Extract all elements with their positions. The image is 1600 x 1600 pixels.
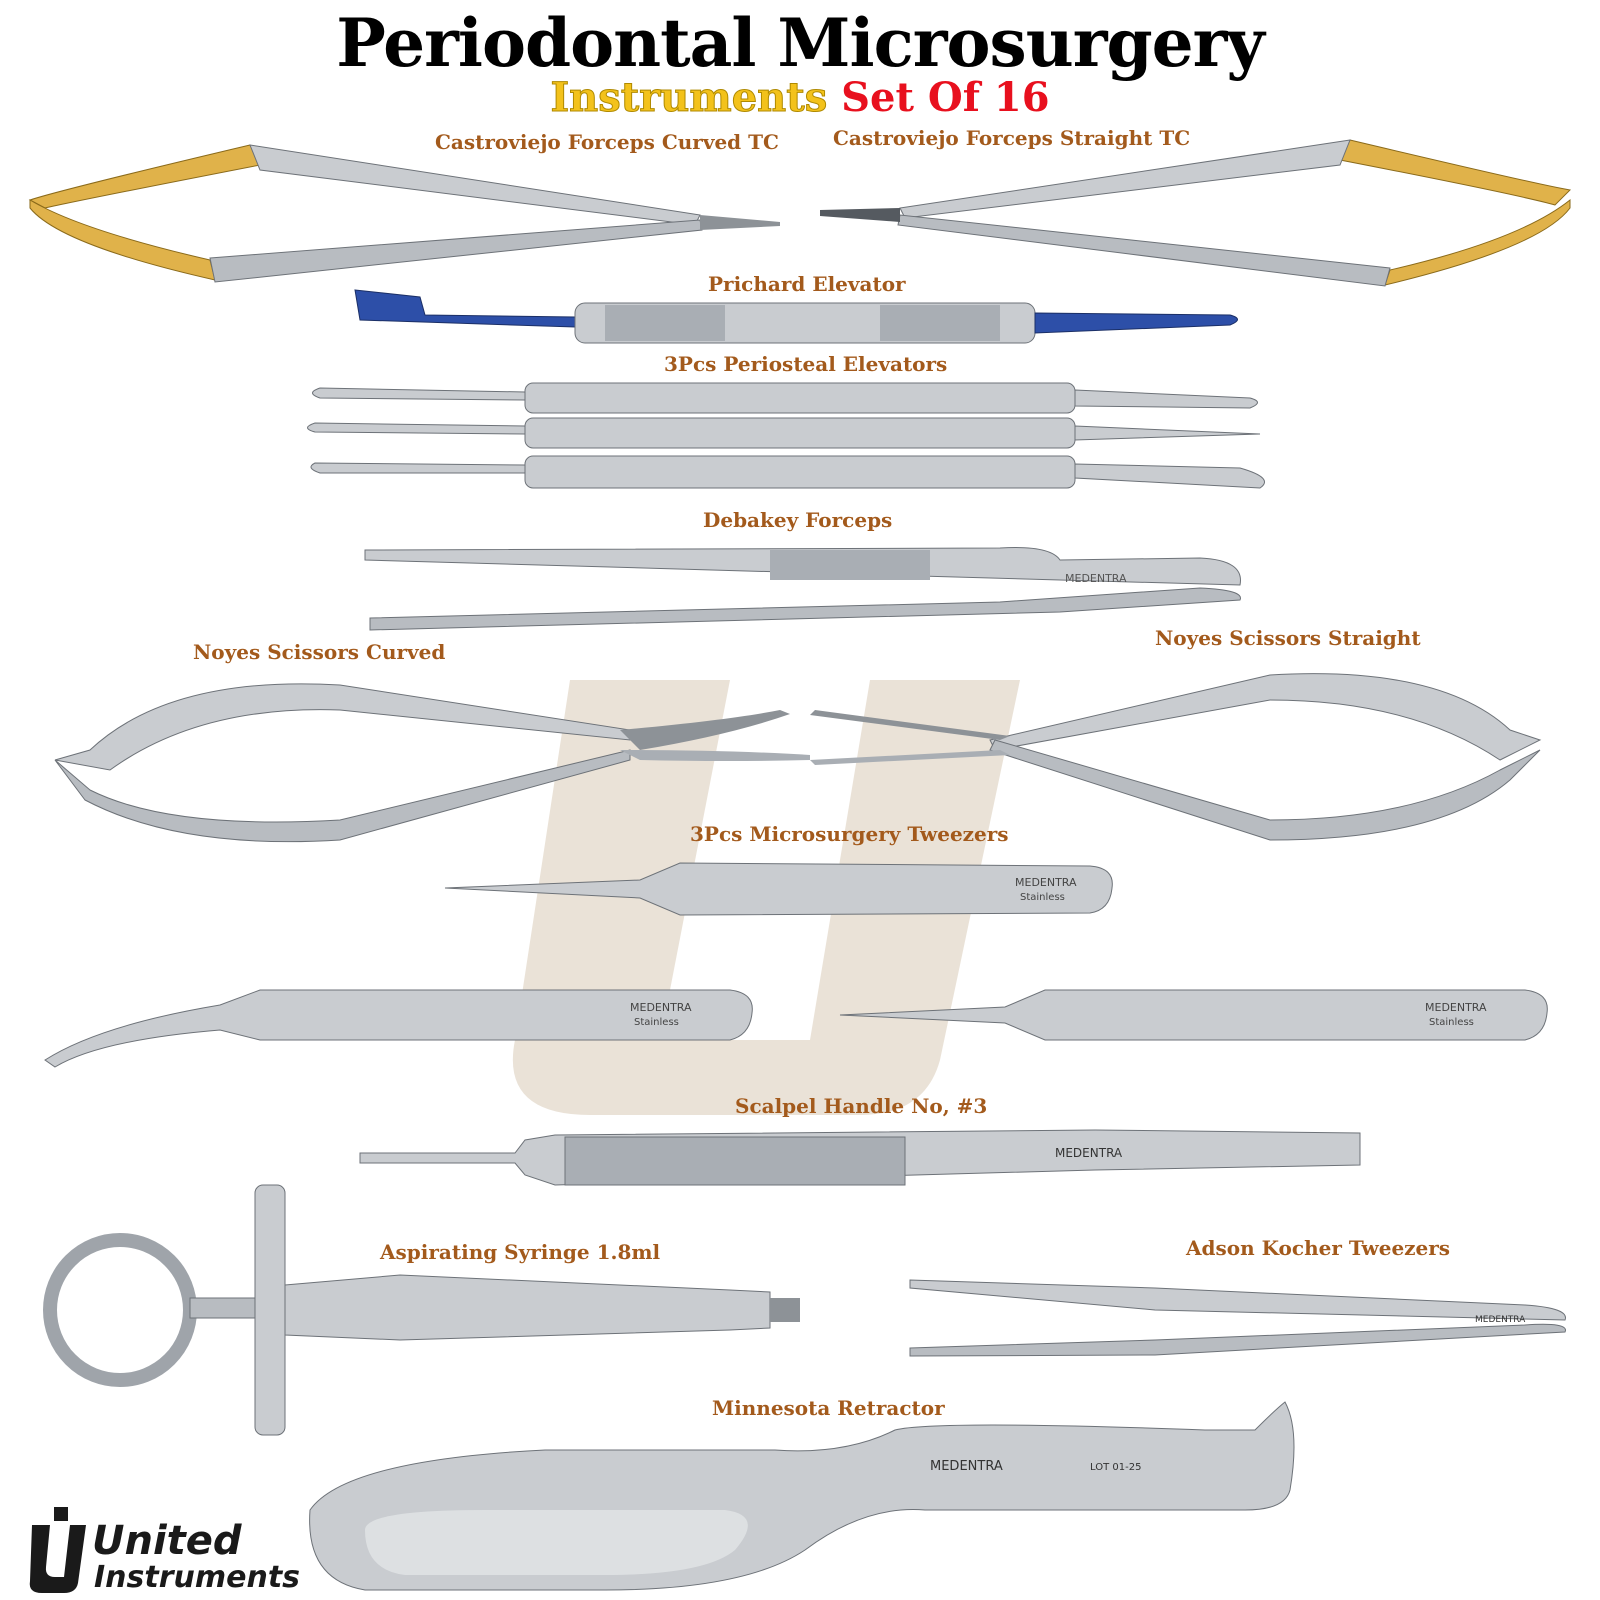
- label-noyes-curved: Noyes Scissors Curved: [193, 640, 446, 664]
- label-adson-kocher: Adson Kocher Tweezers: [1186, 1236, 1451, 1260]
- label-periosteal-elevators: 3Pcs Periosteal Elevators: [664, 352, 948, 376]
- tweezer-1-engraving-2: Stainless: [1020, 892, 1065, 903]
- page-subtitle: Instruments Set Of 16: [0, 74, 1600, 122]
- tweezer-1-engraving: MEDENTRA: [1015, 876, 1077, 889]
- castroviejo-curved-image: [28, 144, 780, 283]
- aspirating-syringe-image: [43, 1184, 800, 1436]
- scalpel-engraving: MEDENTRA: [1055, 1146, 1123, 1160]
- tweezer-2-engraving: MEDENTRA: [630, 1001, 692, 1014]
- prichard-elevator-image: [354, 289, 1238, 344]
- tweezer-curved-image: MEDENTRA Stainless: [44, 989, 753, 1068]
- tweezer-straight-2-image: MEDENTRA Stainless: [839, 989, 1548, 1041]
- label-aspirating-syringe: Aspirating Syringe 1.8ml: [380, 1240, 661, 1264]
- label-microsurgery-tweezers: 3Pcs Microsurgery Tweezers: [690, 822, 1009, 846]
- castroviejo-straight-image: [820, 139, 1572, 287]
- logo-text-instruments: Instruments: [94, 1560, 301, 1595]
- periosteal-elevators-image: [307, 382, 1265, 489]
- subtitle-set-count: Set Of 16: [841, 74, 1050, 121]
- debakey-engraving: MEDENTRA: [1065, 572, 1127, 585]
- logo-text-united: United: [92, 1518, 242, 1564]
- tweezer-straight-1-image: MEDENTRA Stainless: [444, 862, 1113, 916]
- tweezer-3-engraving-2: Stainless: [1429, 1017, 1474, 1028]
- adson-engraving: MEDENTRA: [1475, 1315, 1526, 1325]
- retractor-engraving: MEDENTRA: [930, 1459, 1003, 1474]
- noyes-curved-image: [54, 683, 810, 843]
- label-noyes-straight: Noyes Scissors Straight: [1155, 626, 1421, 650]
- tweezer-3-engraving: MEDENTRA: [1425, 1001, 1487, 1014]
- label-prichard-elevator: Prichard Elevator: [708, 272, 906, 296]
- label-minnesota-retractor: Minnesota Retractor: [712, 1396, 945, 1420]
- label-castroviejo-curved: Castroviejo Forceps Curved TC: [435, 130, 779, 154]
- label-scalpel-handle: Scalpel Handle No, #3: [735, 1094, 988, 1118]
- united-instruments-logo-mark: [29, 1507, 86, 1593]
- label-debakey-forceps: Debakey Forceps: [703, 508, 893, 532]
- subtitle-instruments: Instruments: [550, 74, 828, 122]
- noyes-straight-image: [810, 673, 1542, 841]
- minnesota-retractor-image: MEDENTRA LOT 01-25: [309, 1401, 1295, 1591]
- retractor-lot-engraving: LOT 01-25: [1090, 1462, 1141, 1473]
- tweezer-2-engraving-2: Stainless: [634, 1017, 679, 1028]
- debakey-forceps-image: MEDENTRA: [364, 547, 1241, 631]
- adson-kocher-image: MEDENTRA: [909, 1279, 1566, 1357]
- scalpel-handle-image: MEDENTRA: [359, 1129, 1361, 1186]
- label-castroviejo-straight: Castroviejo Forceps Straight TC: [833, 126, 1191, 150]
- page-title: Periodontal Microsurgery: [336, 4, 1264, 82]
